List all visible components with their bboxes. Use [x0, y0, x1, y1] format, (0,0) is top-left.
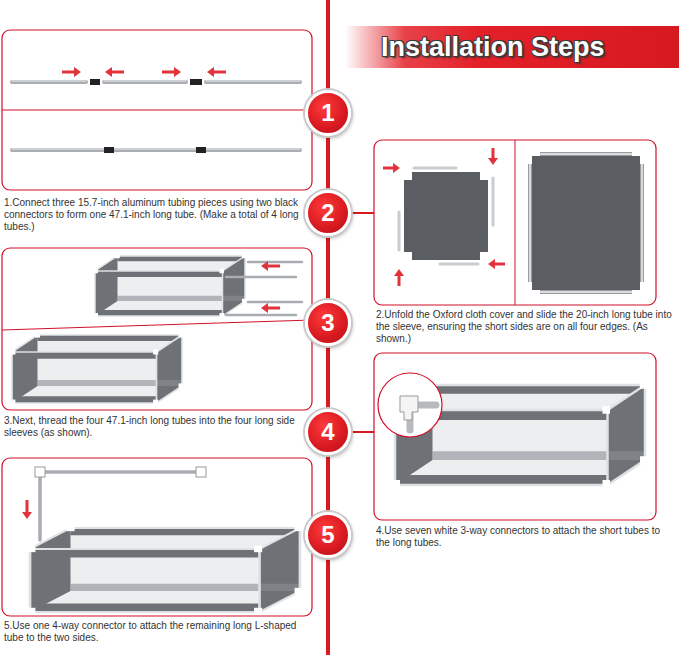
line-art — [378, 373, 442, 437]
line-art — [196, 147, 206, 153]
line-art — [62, 67, 81, 77]
line-art — [488, 148, 498, 165]
line-art — [38, 472, 42, 540]
line-art — [2, 320, 312, 330]
line-art — [206, 80, 300, 84]
line-art — [383, 148, 505, 286]
line-art — [2, 110, 312, 111]
line-art — [27, 525, 302, 614]
line-art — [35, 467, 45, 477]
line-art — [248, 301, 302, 304]
line-art — [226, 314, 296, 317]
line-art — [398, 212, 401, 250]
line-art — [104, 80, 186, 81]
line-art — [104, 147, 114, 153]
line-art — [40, 470, 200, 474]
step-number-circle: 5 — [305, 512, 351, 558]
line-art — [196, 467, 206, 477]
line-art — [326, 556, 330, 655]
title-text: Installation Steps — [381, 32, 605, 63]
line-art — [404, 172, 488, 260]
line-art — [62, 67, 226, 77]
line-art — [12, 80, 86, 84]
line-art — [383, 163, 400, 173]
line-art — [488, 259, 505, 269]
line-art — [40, 472, 200, 540]
line-art — [12, 148, 300, 149]
line-art — [394, 269, 404, 286]
step-caption: 5.Use one 4-way connector to attach the … — [4, 620, 314, 644]
line-art — [261, 261, 280, 271]
line-art — [404, 172, 412, 180]
line-art — [632, 150, 646, 164]
line-art — [12, 148, 300, 152]
line-art — [261, 261, 280, 313]
line-art — [105, 67, 124, 77]
line-art — [90, 79, 206, 153]
title-banner: Installation Steps — [345, 26, 679, 68]
step-number-circle: 2 — [305, 190, 351, 236]
timeline-connector — [326, 455, 330, 512]
line-art — [226, 262, 302, 315]
line-art — [414, 167, 456, 170]
line-art — [206, 80, 300, 81]
line-art — [632, 282, 646, 296]
line-art — [12, 81, 300, 149]
line-art — [90, 79, 100, 85]
line-art — [207, 67, 226, 77]
step-caption: 2.Unfold the Oxford cloth cover and slid… — [376, 309, 672, 345]
line-art — [190, 79, 202, 85]
step-number: 5 — [321, 522, 334, 548]
line-art — [104, 80, 186, 84]
line-art — [261, 303, 280, 313]
line-art — [12, 81, 300, 150]
timeline-connector — [326, 236, 330, 300]
line-art — [530, 154, 642, 292]
line-art — [94, 254, 247, 318]
line-art — [399, 168, 493, 264]
step-caption: 4.Use seven white 3-way connectors to at… — [376, 525, 672, 549]
line-art — [2, 458, 312, 616]
line-art — [492, 178, 495, 225]
line-art — [10, 332, 183, 404]
line-art — [12, 80, 86, 81]
line-art — [374, 140, 656, 305]
line-art — [400, 396, 418, 420]
step-number: 4 — [321, 419, 334, 445]
line-art — [515, 140, 516, 305]
step-number: 3 — [321, 310, 334, 336]
line-art — [404, 252, 412, 260]
line-art — [526, 150, 646, 296]
line-art — [2, 30, 312, 190]
line-art — [22, 500, 32, 519]
line-art — [480, 172, 488, 180]
step-number-circle: 4 — [305, 409, 351, 455]
step-caption: 3.Next, thread the four 47.1-inch long t… — [4, 415, 309, 439]
line-art — [526, 282, 540, 296]
line-art — [440, 263, 478, 266]
timeline-connector — [326, 136, 330, 190]
step-number: 2 — [321, 200, 334, 226]
line-art — [12, 82, 300, 150]
line-art — [528, 152, 644, 294]
line-art — [374, 353, 656, 520]
line-art — [480, 252, 488, 260]
line-art — [226, 276, 296, 279]
step-number-circle: 1 — [305, 90, 351, 136]
line-art — [404, 172, 488, 260]
timeline-connector — [326, 346, 330, 409]
step-caption: 1.Connect three 15.7-inch aluminum tubin… — [4, 197, 309, 233]
line-art — [162, 67, 181, 77]
line-art — [326, 0, 330, 92]
line-art — [2, 248, 312, 410]
step-number: 1 — [321, 100, 334, 126]
line-art — [248, 261, 302, 264]
line-art — [526, 150, 540, 164]
step-number-circle: 3 — [305, 300, 351, 346]
